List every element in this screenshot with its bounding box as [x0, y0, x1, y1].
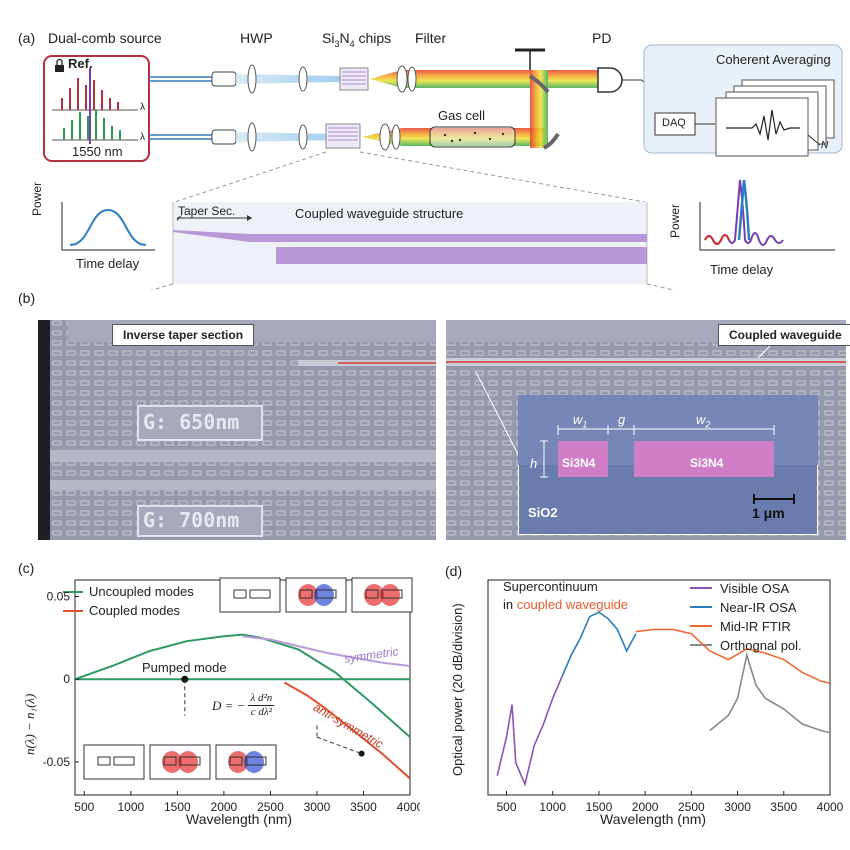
c-xtick-label-5: 3000	[304, 800, 331, 814]
gas-cell	[429, 126, 516, 148]
c-xtick-label-7: 4000	[397, 800, 420, 814]
c-legend-coupled: Coupled modes	[89, 603, 181, 618]
d-legend-1: Near-IR OSA	[720, 600, 797, 615]
c-ytick-label-0: 0.05	[47, 590, 71, 604]
d-xtick-label-4: 2500	[678, 800, 705, 814]
ref-label: Ref.	[68, 56, 93, 71]
inverse-taper-tag: Inverse taper section	[112, 324, 255, 346]
coupled-waveguide-tag: Coupled waveguide	[718, 324, 850, 346]
gas-cell-label: Gas cell	[438, 108, 485, 123]
right-plot-ylabel: Power	[668, 203, 682, 238]
photodetector	[597, 67, 623, 93]
chip-top	[339, 67, 369, 91]
coupled-waveguide	[276, 247, 647, 264]
d-title-line2: in coupled waveguide	[503, 597, 629, 612]
g-label: g	[618, 412, 626, 427]
left-plot-ylabel: Power	[30, 181, 44, 216]
d-legend-3: Orthognal pol.	[720, 638, 802, 653]
panel-c-tag: (c)	[18, 560, 35, 576]
coherent-label: Coherent Averaging	[716, 52, 831, 67]
d-xtick-label-6: 3500	[770, 800, 797, 814]
sin-left-label: Si3N4	[562, 456, 596, 470]
sin-right-label: Si3N4	[690, 456, 724, 470]
d-xtick-label-7: 4000	[817, 800, 844, 814]
c-xtick-label-2: 1500	[164, 800, 191, 814]
g650-label: G: 650nm	[143, 410, 240, 434]
sem-image-taper	[38, 320, 436, 540]
sio2-label: SiO2	[528, 505, 558, 520]
taper-label: Taper Sec.	[178, 204, 236, 218]
right-plot-xlabel: Time delay	[710, 262, 774, 277]
setup-diagram	[43, 44, 843, 290]
c-dash-end	[316, 736, 362, 755]
n-label: N	[821, 140, 829, 151]
d-xtick-label-1: 1000	[539, 800, 566, 814]
waveguide-cross-section	[518, 395, 818, 535]
h-label: h	[530, 456, 538, 471]
c-xtick-label-3: 2000	[211, 800, 238, 814]
wavelength-label: 1550 nm	[72, 144, 123, 159]
chart-c: 500 1000 1500 2000 2500 3000 3500 4000 0.05 0 -0.0…	[43, 577, 420, 814]
d-series-line-0	[496, 676, 563, 787]
hwp-label: HWP	[240, 30, 273, 46]
d-legend-2: Mid-IR FTIR	[720, 619, 791, 634]
pd-label: PD	[592, 30, 612, 46]
panel-a-tag: (a)	[18, 30, 36, 46]
panel-d-tag: (d)	[445, 563, 463, 579]
lock-icon	[55, 58, 64, 72]
d-xlabel: Wavelength (nm)	[600, 811, 707, 827]
d-xtick-label-0: 500	[496, 800, 516, 814]
scale-bar-label: 1 μm	[752, 505, 785, 521]
source-box	[43, 55, 150, 162]
d-xtick-label-3: 2000	[632, 800, 659, 814]
chips-label: Si3N4 chips	[322, 30, 392, 49]
chip-bottom	[325, 123, 361, 149]
chart-d: 500 1000 1500 2000 2500 3000 3500 4000	[487, 579, 844, 814]
c-ytick-label-1: 0	[63, 672, 70, 686]
panel-b-tag: (b)	[18, 290, 36, 306]
c-formula: D = − λ d²n c dλ²	[212, 692, 275, 718]
c-point-3480	[358, 750, 365, 757]
c-series-line-0	[74, 633, 411, 738]
w1-label: w1	[573, 412, 588, 430]
c-mode-inset-2	[351, 577, 413, 613]
c-legend-uncoupled: Uncoupled modes	[89, 584, 194, 599]
c-xlabel: Wavelength (nm)	[186, 811, 293, 827]
lambda-top: λ	[140, 102, 145, 113]
d-title-line1: Supercontinuum	[503, 579, 598, 594]
c-xtick-label-1: 1000	[117, 800, 144, 814]
c-pumped-label: Pumped mode	[142, 660, 227, 675]
d-plot-frame	[487, 579, 831, 796]
d-xtick-label-5: 3000	[724, 800, 751, 814]
coupled-structure-label: Coupled waveguide structure	[295, 206, 464, 221]
c-xtick-label-0: 500	[74, 800, 94, 814]
d-series-line-2	[635, 628, 831, 684]
d-ylabel: Optical power (20 dB/division)	[450, 603, 465, 776]
d-series-line-3	[709, 652, 831, 734]
c-mode-inset-1	[285, 577, 347, 613]
d-series-line-1	[561, 611, 637, 678]
left-plot-xlabel: Time delay	[76, 256, 140, 271]
source-label: Dual-comb source	[48, 30, 162, 46]
lambda-bottom: λ	[140, 132, 145, 143]
c-xtick-label-4: 2500	[257, 800, 284, 814]
w2-label: w2	[696, 412, 711, 430]
c-series-line-2	[242, 635, 411, 667]
d-xtick-label-2: 1500	[586, 800, 613, 814]
c-ylabel: n(λ) − n₁(λ)	[22, 693, 37, 755]
d-legend-0: Visible OSA	[720, 581, 790, 596]
c-mode-inset-0	[219, 577, 281, 613]
c-xtick-label-6: 3500	[350, 800, 377, 814]
c-ytick-label-2: -0.05	[43, 755, 71, 769]
filter-label: Filter	[415, 30, 447, 46]
taper-waveguide	[173, 230, 647, 242]
c-series-line-3	[283, 681, 411, 780]
daq-label: DAQ	[662, 117, 686, 129]
c-mode-inset-5	[215, 744, 277, 780]
c-mode-inset-3	[83, 744, 145, 780]
g700-label: G: 700nm	[143, 508, 240, 532]
c-mode-inset-4	[149, 744, 211, 780]
